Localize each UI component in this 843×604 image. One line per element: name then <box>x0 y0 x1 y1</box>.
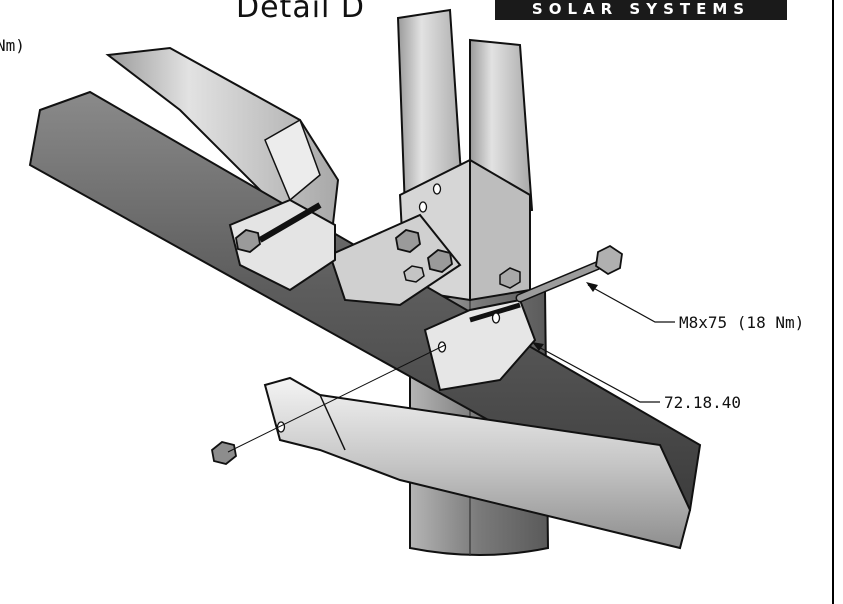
callout-cut-off: Nm) <box>0 36 25 55</box>
bolt-m8x75 <box>499 244 623 303</box>
left-clamp <box>228 198 336 292</box>
brand-logo: SOLAR SYSTEMS <box>495 0 787 20</box>
nut-upper-left <box>235 229 261 253</box>
callout-bolt: M8x75 (18 Nm) <box>679 313 805 332</box>
upper-left-strut <box>105 46 340 252</box>
upper-struts <box>396 8 534 302</box>
nut-center <box>395 229 453 283</box>
assembly-guide-line <box>227 344 446 453</box>
brand-text: SOLAR SYSTEMS <box>531 0 751 18</box>
callout-clamp-part: 72.18.40 <box>664 393 742 412</box>
right-clamp-72-18-40 <box>423 298 537 392</box>
frame-border-right <box>832 0 834 604</box>
leader-clamp <box>532 342 660 403</box>
leader-bolt <box>586 282 675 323</box>
nut-loose <box>211 441 237 465</box>
detail-title: Detail D <box>236 0 366 25</box>
